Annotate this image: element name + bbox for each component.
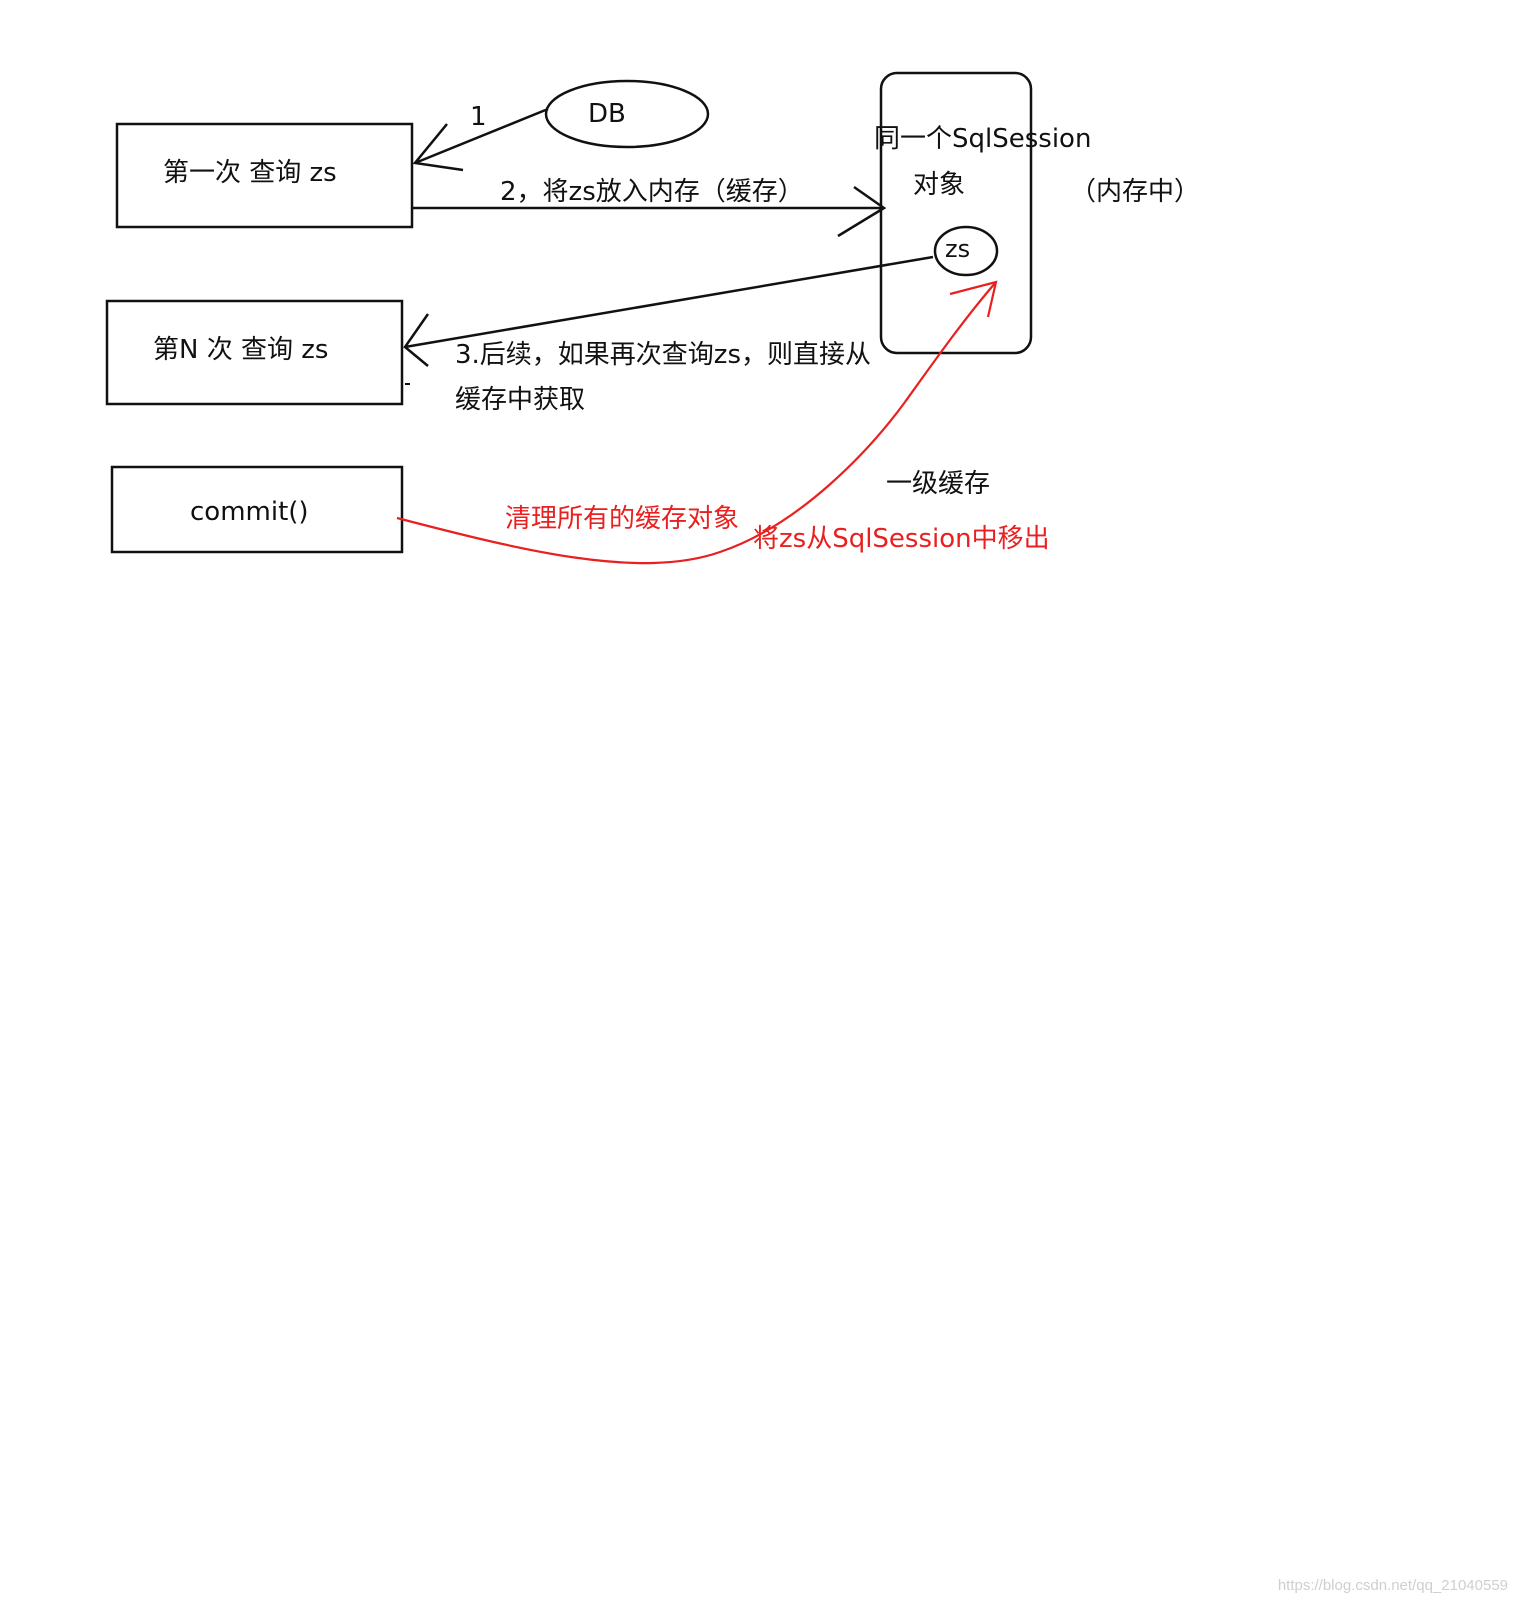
watermark-text: https://blog.csdn.net/qq_21040559 <box>1277 1577 1508 1594</box>
step2-label: 2，将zs放入内存（缓存） <box>500 177 804 207</box>
arrowhead-first-query-to-session <box>837 185 887 238</box>
commit-box <box>110 465 404 554</box>
zs-ellipse <box>933 225 999 277</box>
step1-label: 1 <box>470 102 487 132</box>
red-arrowhead-commit-to-zs <box>949 280 998 318</box>
remove-zs-note: 将zs从SqlSession中移出 <box>753 524 1050 554</box>
clear-all-note: 清理所有的缓存对象 <box>505 504 740 534</box>
db-label: DB <box>588 99 626 129</box>
sqlsession-box <box>879 71 1033 355</box>
nth-query-label: 第N 次 查询 zs <box>153 335 329 365</box>
session-title-line2: 对象 <box>913 170 966 200</box>
arrow-zs-to-nth-query <box>404 255 934 349</box>
nth-query-box <box>105 299 404 406</box>
step3-label-line1: 3.后续，如果再次查询zs，则直接从 <box>455 340 872 370</box>
arrowhead-zs-to-nth-query <box>403 313 430 367</box>
db-ellipse <box>544 79 710 149</box>
arrow-db-to-first-query <box>414 107 549 165</box>
session-title-line1: 同一个SqlSession <box>874 124 1092 154</box>
first-query-label: 第一次 查询 zs <box>163 158 337 188</box>
cache-level-label: 一级缓存 <box>886 469 991 499</box>
commit-label: commit() <box>190 497 309 527</box>
first-query-box <box>115 122 414 229</box>
red-curve-commit-to-zs <box>396 281 997 565</box>
arrowhead-db-to-first-query <box>412 123 464 172</box>
step3-label-line2: 缓存中获取 <box>455 385 586 415</box>
zs-label: zs <box>945 235 971 263</box>
memory-note: （内存中） <box>1070 177 1201 207</box>
